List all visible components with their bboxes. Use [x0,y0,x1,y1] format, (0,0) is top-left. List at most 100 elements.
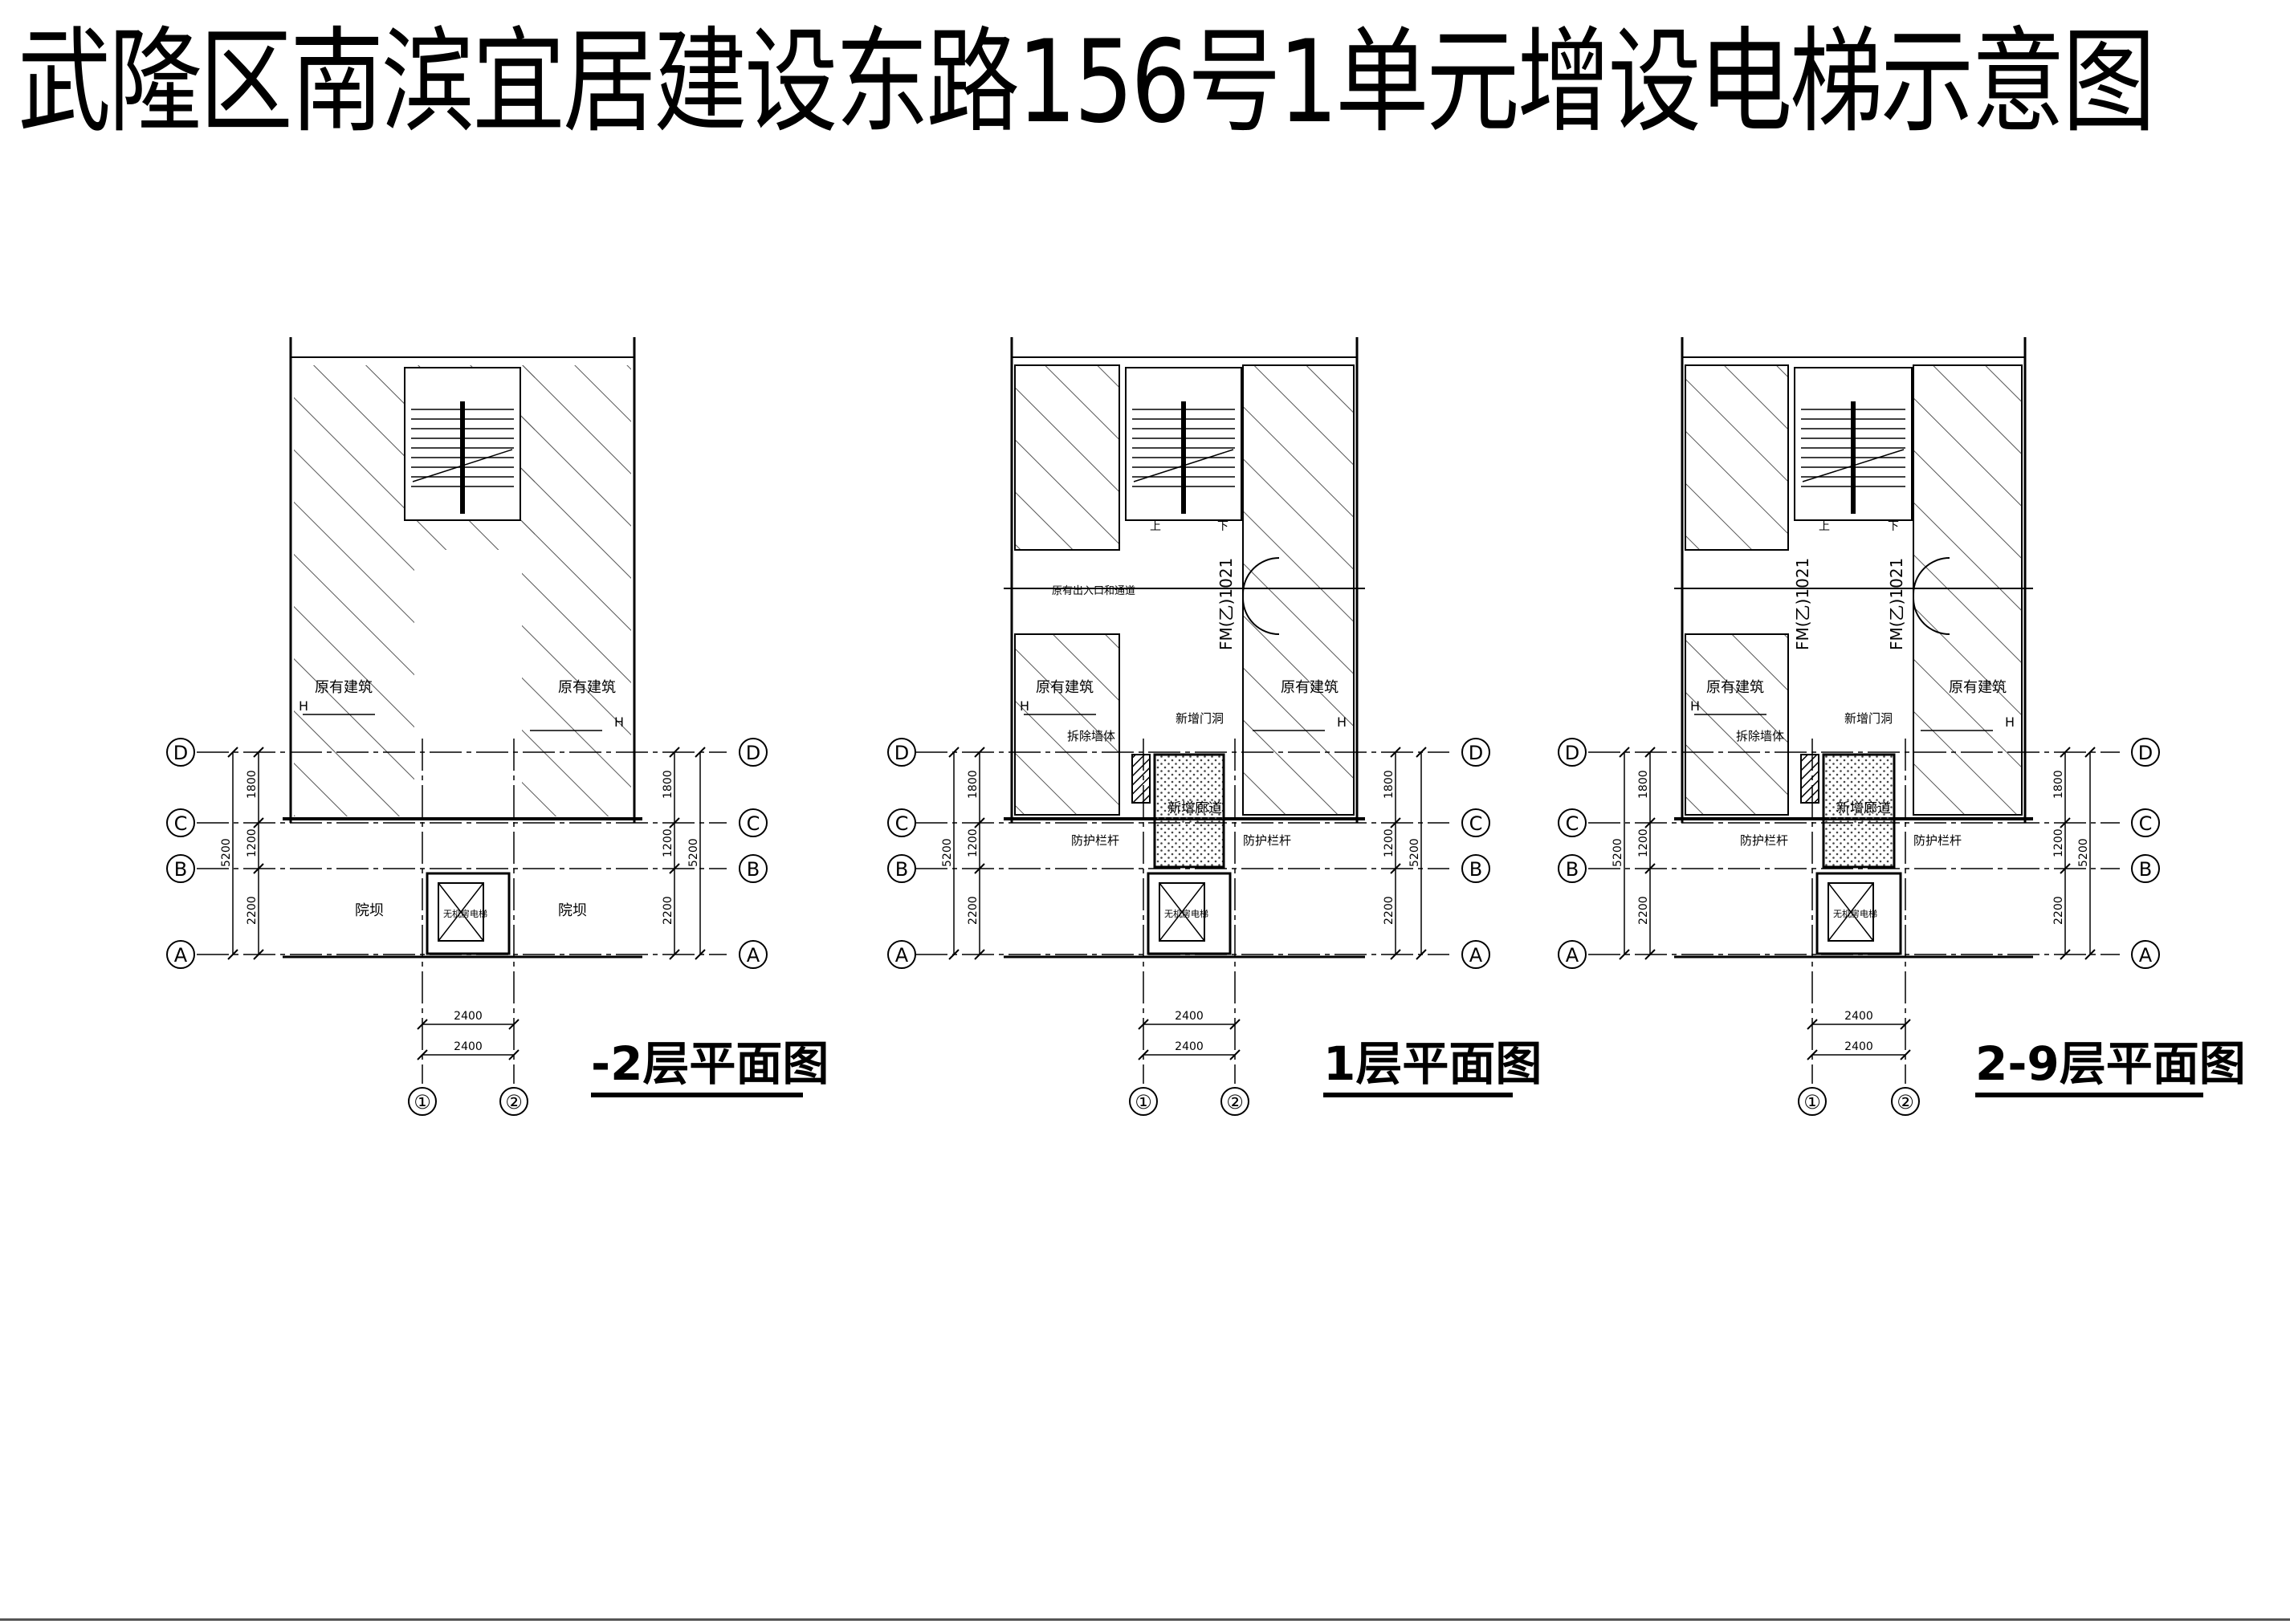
dim-tick [1619,747,1630,758]
room-label-left: 原有建筑 [315,679,373,696]
stair-break-line [1802,449,1905,482]
dim-tick [974,863,985,874]
axis-label: ① [1803,1091,1821,1113]
axis-bubble [166,854,195,883]
axis-label: D [894,742,909,764]
dim-tick [948,747,960,758]
dim-tick [1390,949,1401,960]
dim-total: 5200 [1612,838,1624,867]
axis-label: ② [505,1091,523,1113]
dim-tick [1644,863,1656,874]
dim-tick [2060,949,2071,960]
elevator-label: 无机房电梯 [443,908,487,919]
dim-b-a: 2200 [1383,896,1396,925]
dim-width-lower: 2400 [1844,1040,1873,1053]
dim-tick [253,747,264,758]
axis-bubble [1558,738,1587,767]
dim-tick [974,747,985,758]
axis-label: C [747,812,760,835]
axis-label: B [174,858,187,881]
room-label-left: 原有建筑 [1706,679,1764,696]
room-left-hatch [294,365,414,816]
dim-width-lower: 2400 [1175,1040,1204,1053]
rail-label-right: 防护栏杆 [1913,833,1962,848]
demolish-label: 拆除墙体 [1736,729,1784,743]
door-swing-arc [1242,557,1280,595]
axis-label: A [1469,944,1483,967]
room-right [1913,364,2023,816]
axis-bubble [408,1087,437,1116]
axis-label: B [895,858,908,881]
stair-up-label: 上 [1150,520,1161,533]
stair-break-line [412,449,513,482]
axis-label: D [1565,742,1579,764]
dim-d-c: 1800 [1637,770,1650,799]
dim-tick [1644,817,1656,828]
dim-tick [253,949,264,960]
dim-b-a: 2200 [662,896,674,925]
axis-label: B [747,858,760,881]
level-mark-left: H [1690,698,1700,714]
axis-bubble [887,940,916,969]
dim-tick [417,1049,428,1060]
axis-label: A [895,944,909,967]
axis-bubble [2131,940,2160,969]
dim-tick [1900,1049,1911,1060]
dim-tick [974,817,985,828]
axis-bubble [1891,1087,1920,1116]
axis-label: B [2139,858,2152,881]
entrance-note: 原有出入口和通道 [1052,585,1135,597]
plan-2: 上下FM(乙)1021原有出入口和通道原有建筑原有建筑HH新增廊道新增门洞拆除墙… [887,337,1542,1116]
dim-width-upper: 2400 [1175,1010,1204,1023]
dim-tick [1416,949,1427,960]
dim-tick [1644,949,1656,960]
stair-down-label: 下 [1217,520,1229,533]
dim-tick [508,1019,520,1030]
dim-d-c: 1800 [2052,770,2065,799]
door-code-left: FM(乙)1021 [1216,558,1236,650]
dim-tick [1138,1019,1149,1030]
dim-total: 5200 [687,838,700,867]
room-right-hatch [522,365,631,816]
stair-break-line [1133,449,1234,482]
dim-tick [2060,863,2071,874]
dim-tick [508,1049,520,1060]
axis-bubble [1461,940,1490,969]
dim-c-b: 1200 [1383,828,1396,857]
elevator-label: 无机房电梯 [1833,908,1877,919]
dim-tick [1807,1019,1818,1030]
axis-label: C [174,812,188,835]
axis-bubble [887,738,916,767]
axis-label: D [173,742,188,764]
axis-label: A [174,944,188,967]
axis-bubble [1558,854,1587,883]
axis-bubble [1558,808,1587,837]
axis-bubble [739,738,768,767]
dim-total: 5200 [941,838,954,867]
level-mark-right: H [1337,714,1347,730]
dim-tick [1390,747,1401,758]
axis-bubble [739,808,768,837]
dim-tick [253,817,264,828]
dim-tick [2060,747,2071,758]
dim-tick [948,949,960,960]
axis-bubble [887,854,916,883]
room-label-right: 原有建筑 [558,679,616,696]
dim-b-a: 2200 [1637,896,1650,925]
door-code-right: FM(乙)1021 [1793,558,1812,650]
dim-tick [1416,747,1427,758]
dim-total: 5200 [220,838,233,867]
axis-bubble [2131,738,2160,767]
new-lobby [1153,753,1225,869]
axis-label: D [1469,742,1483,764]
dim-tick [227,747,238,758]
dim-tick [1644,747,1656,758]
dim-tick [1807,1049,1818,1060]
dim-d-c: 1800 [967,770,980,799]
axis-label: ① [414,1091,431,1113]
dim-c-b: 1200 [662,828,674,857]
axis-label: D [2138,742,2153,764]
demolish-label: 拆除墙体 [1067,729,1115,743]
